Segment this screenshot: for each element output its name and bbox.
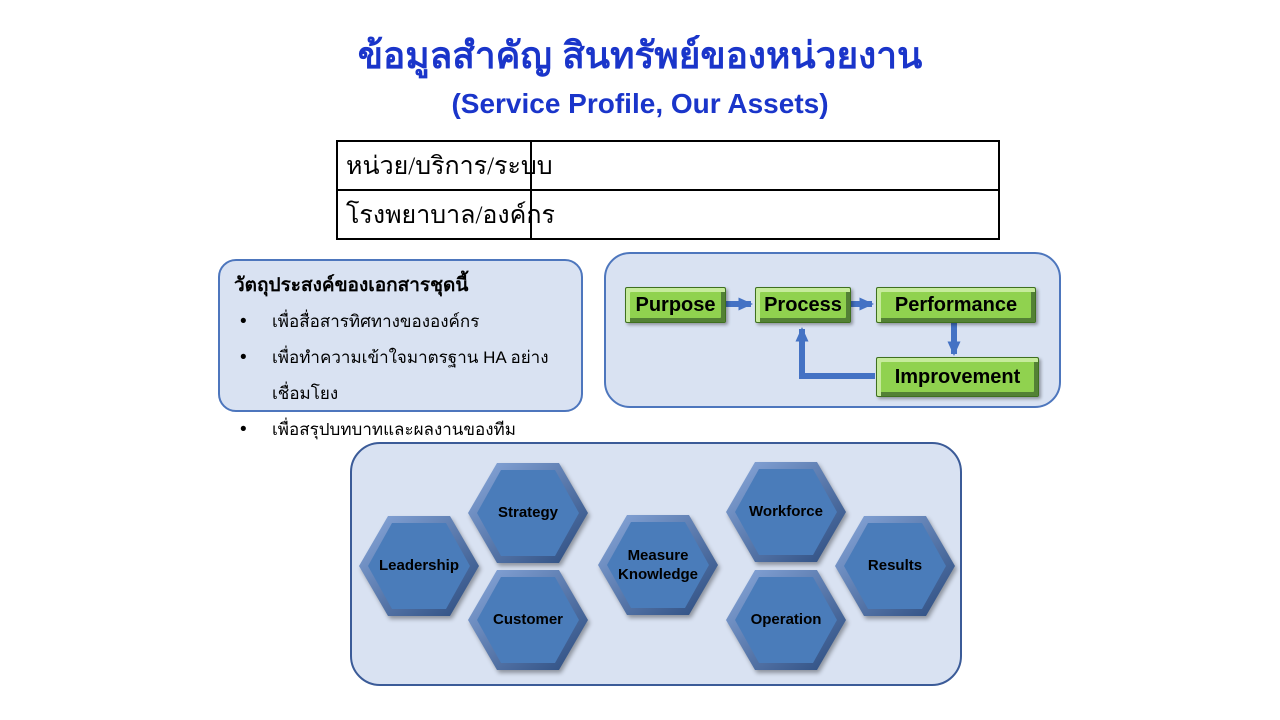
- hexagon-measure-knowledge: Measure Knowledge: [597, 513, 719, 617]
- hospital-organization-value: [530, 189, 1000, 240]
- unit-service-system-value: [530, 140, 1000, 191]
- objective-text: เพื่อทำความเข้าใจมาตรฐาน HA อย่างเชื่อมโ…: [272, 348, 549, 403]
- hexagon-leadership: Leadership: [358, 514, 480, 618]
- hexagon-shape-icon: [598, 515, 718, 615]
- hexagon-label: Leadership: [378, 557, 460, 575]
- bullet-icon: •: [240, 419, 247, 440]
- list-item: • เพื่อสื่อสารทิศทางขององค์กร: [234, 304, 567, 340]
- hexagon-results: Results: [834, 514, 956, 618]
- flow-node-process: Process: [755, 287, 851, 323]
- table-row: หน่วย/บริการ/ระบบ: [336, 140, 1000, 191]
- page-subtitle: (Service Profile, Our Assets): [451, 88, 829, 119]
- objective-text: เพื่อสรุปบทบาทและผลงานของทีม: [272, 420, 516, 439]
- hexagon-label: Strategy: [497, 504, 559, 522]
- hexagon-shape-icon: [359, 516, 479, 616]
- objectives-panel: วัตถุประสงค์ของเอกสารชุดนี้ • เพื่อสื่อส…: [218, 259, 583, 440]
- hexagon-operation: Operation: [725, 568, 847, 672]
- info-table: หน่วย/บริการ/ระบบ โรงพยาบาล/องค์กร: [336, 140, 1000, 240]
- bullet-icon: •: [240, 311, 247, 332]
- hexagon-shape-icon: [468, 463, 588, 563]
- hexagon-label: Workforce: [749, 503, 823, 521]
- hexagon-label: Results: [867, 557, 923, 575]
- objectives-heading: วัตถุประสงค์ของเอกสารชุดนี้: [234, 275, 469, 296]
- hospital-organization-label: โรงพยาบาล/องค์กร: [336, 189, 555, 240]
- table-row: โรงพยาบาล/องค์กร: [336, 189, 1000, 240]
- list-item: • เพื่อทำความเข้าใจมาตรฐาน HA อย่างเชื่อ…: [234, 340, 567, 412]
- hexagon-label: Operation: [750, 611, 822, 629]
- flow-node-purpose: Purpose: [625, 287, 726, 323]
- page-title: ข้อมูลสำคัญ สินทรัพย์ของหน่วยงาน: [357, 35, 923, 76]
- arrow-improvement-to-process-icon: [795, 327, 875, 379]
- flow-node-performance: Performance: [876, 287, 1036, 323]
- hexagon-label: Measure Knowledge: [617, 546, 698, 584]
- hexagon-shape-icon: [835, 516, 955, 616]
- hexagon-shape-icon: [468, 570, 588, 670]
- list-item: • เพื่อสรุปบทบาทและผลงานของทีม: [234, 412, 567, 448]
- hexagon-strategy: Strategy: [467, 461, 589, 565]
- bullet-icon: •: [240, 347, 247, 368]
- flow-diagram-panel: Purpose Process Performance Improvement: [604, 252, 1061, 408]
- unit-service-system-label: หน่วย/บริการ/ระบบ: [336, 140, 553, 191]
- objectives-list: • เพื่อสื่อสารทิศทางขององค์กร • เพื่อทำค…: [234, 304, 567, 448]
- hexagon-shape-icon: [726, 570, 846, 670]
- flow-arrows: [726, 297, 961, 379]
- objective-text: เพื่อสื่อสารทิศทางขององค์กร: [272, 312, 480, 331]
- hexagon-shape-icon: [726, 462, 846, 562]
- hexagon-panel: Leadership Strategy Customer Measure Kno…: [350, 442, 962, 686]
- hexagon-label: Customer: [492, 611, 563, 629]
- hexagon-workforce: Workforce: [725, 460, 847, 564]
- hexagon-customer: Customer: [467, 568, 589, 672]
- flow-node-improvement: Improvement: [876, 357, 1039, 397]
